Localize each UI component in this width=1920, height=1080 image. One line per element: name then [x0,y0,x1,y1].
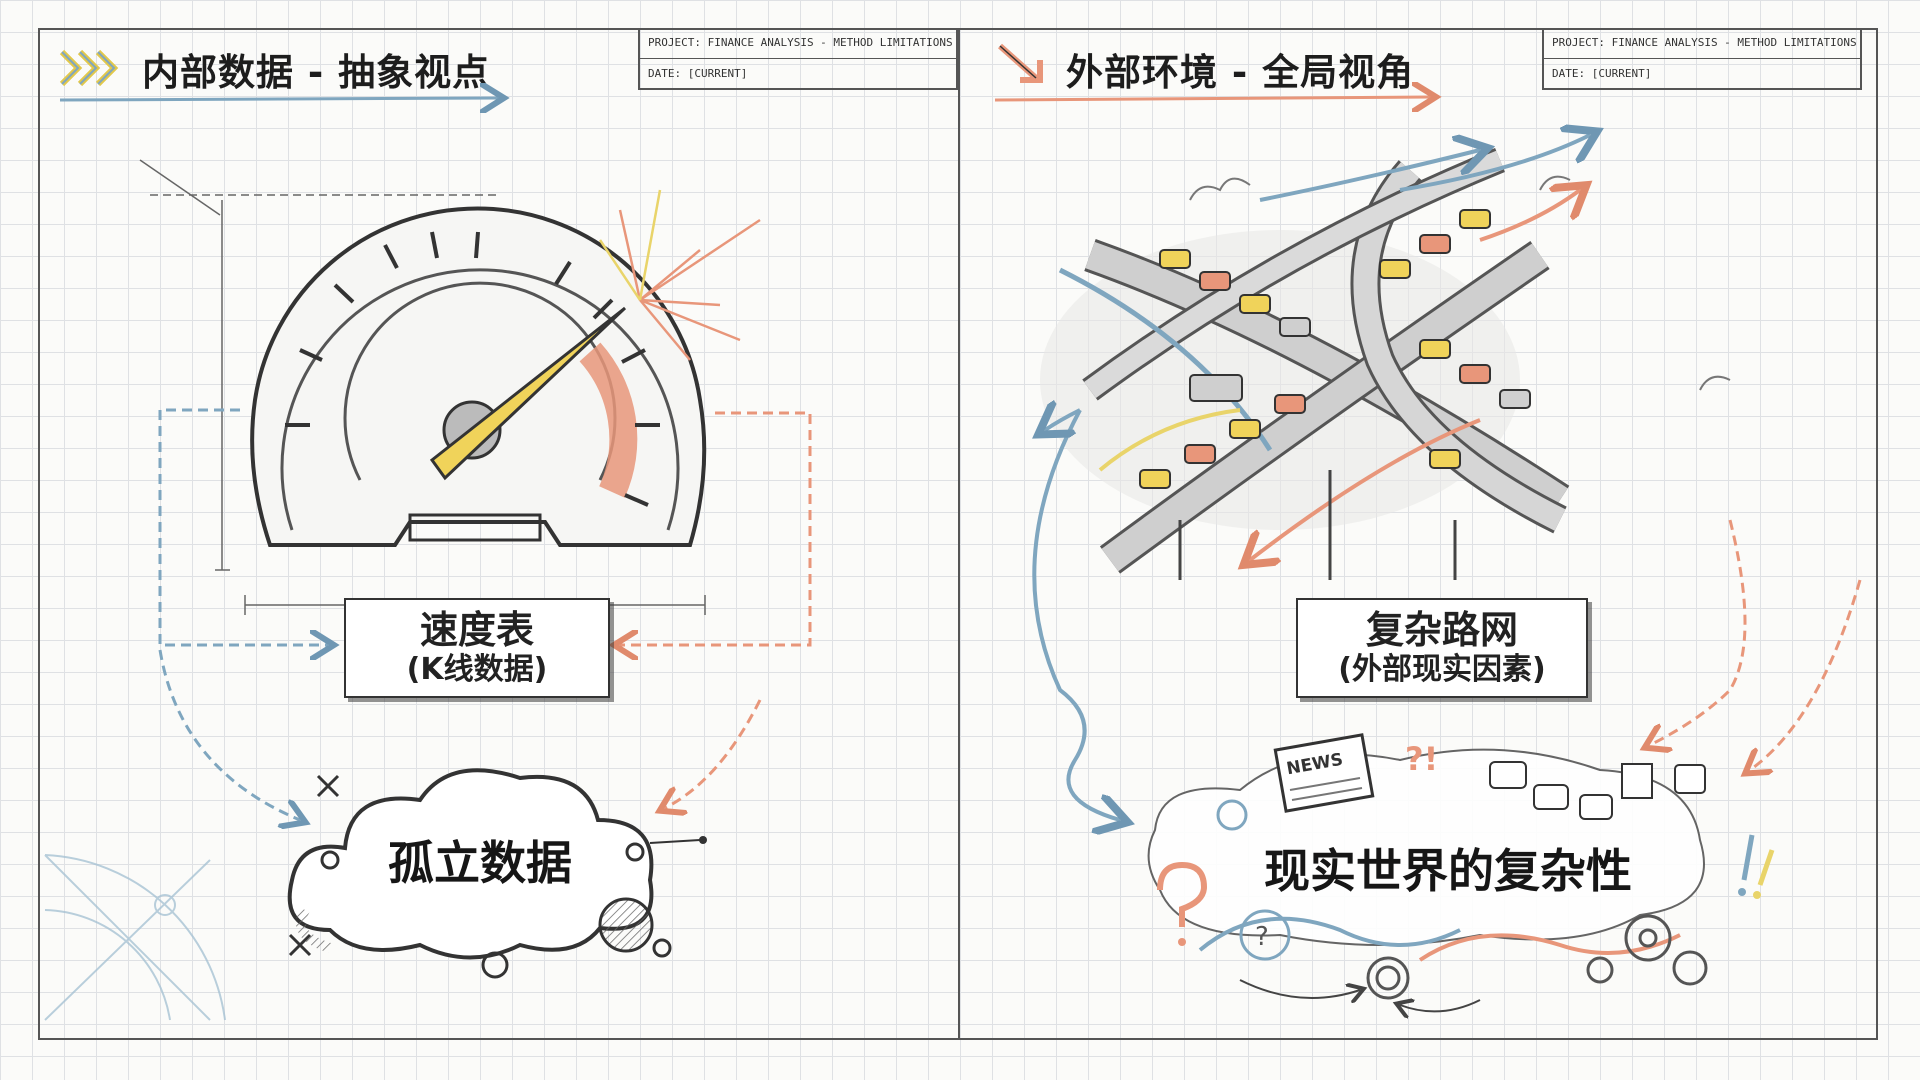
speedometer-label-sub: (K线数据) [406,652,548,687]
road-network-label-main: 复杂路网 [1365,608,1518,652]
left-meta-project: PROJECT: FINANCE ANALYSIS - METHOD LIMIT… [640,28,956,59]
left-meta-date: DATE: [CURRENT] [648,67,748,80]
svg-text:?: ? [1255,922,1269,952]
gear-icon [1586,914,1708,986]
curved-arrow-icon [998,43,1043,83]
speedometer-icon [250,189,761,547]
right-title-underline [994,97,1430,100]
svg-text:?!: ?! [1405,740,1438,778]
left-title-underline [59,98,498,100]
right-panel-title: 外部环境 - 全局视角 [1066,51,1415,94]
compass-sketch [44,854,226,1021]
real-world-complexity-label: 现实世界的复杂性 [1264,844,1632,898]
left-panel-title: 内部数据 - 抽象视点 [142,51,491,94]
speedometer-label: 速度表 (K线数据) [344,598,610,698]
chat-bubble-icons [1489,761,1706,820]
complexity-doodles: ? NEWS ?! [1147,733,1775,1012]
smoke-clouds [1189,175,1731,391]
isolated-data-label: 孤立数据 [388,836,572,890]
chevron-arrows-icon [59,49,119,87]
isolated-data-cloud [287,768,707,979]
speedometer-label-main: 速度表 [419,608,534,652]
right-meta-project: PROJECT: FINANCE ANALYSIS - METHOD LIMIT… [1544,28,1860,59]
panel-divider [958,28,960,1040]
spiral-icon [1366,956,1410,1000]
question-mark-icon [1157,861,1208,946]
traffic-cars [1139,209,1531,489]
exclamation-icon [1738,834,1775,899]
road-network-label-sub: (外部现实因素) [1338,652,1546,687]
right-meta-box: PROJECT: FINANCE ANALYSIS - METHOD LIMIT… [1542,28,1862,90]
news-paper-icon [1273,733,1375,813]
road-network-label: 复杂路网 (外部现实因素) [1296,598,1588,698]
right-meta-date: DATE: [CURRENT] [1552,67,1652,80]
left-meta-box: PROJECT: FINANCE ANALYSIS - METHOD LIMIT… [638,28,958,90]
road-network-illustration [1040,135,1731,580]
spark-burst-icon [598,189,761,361]
